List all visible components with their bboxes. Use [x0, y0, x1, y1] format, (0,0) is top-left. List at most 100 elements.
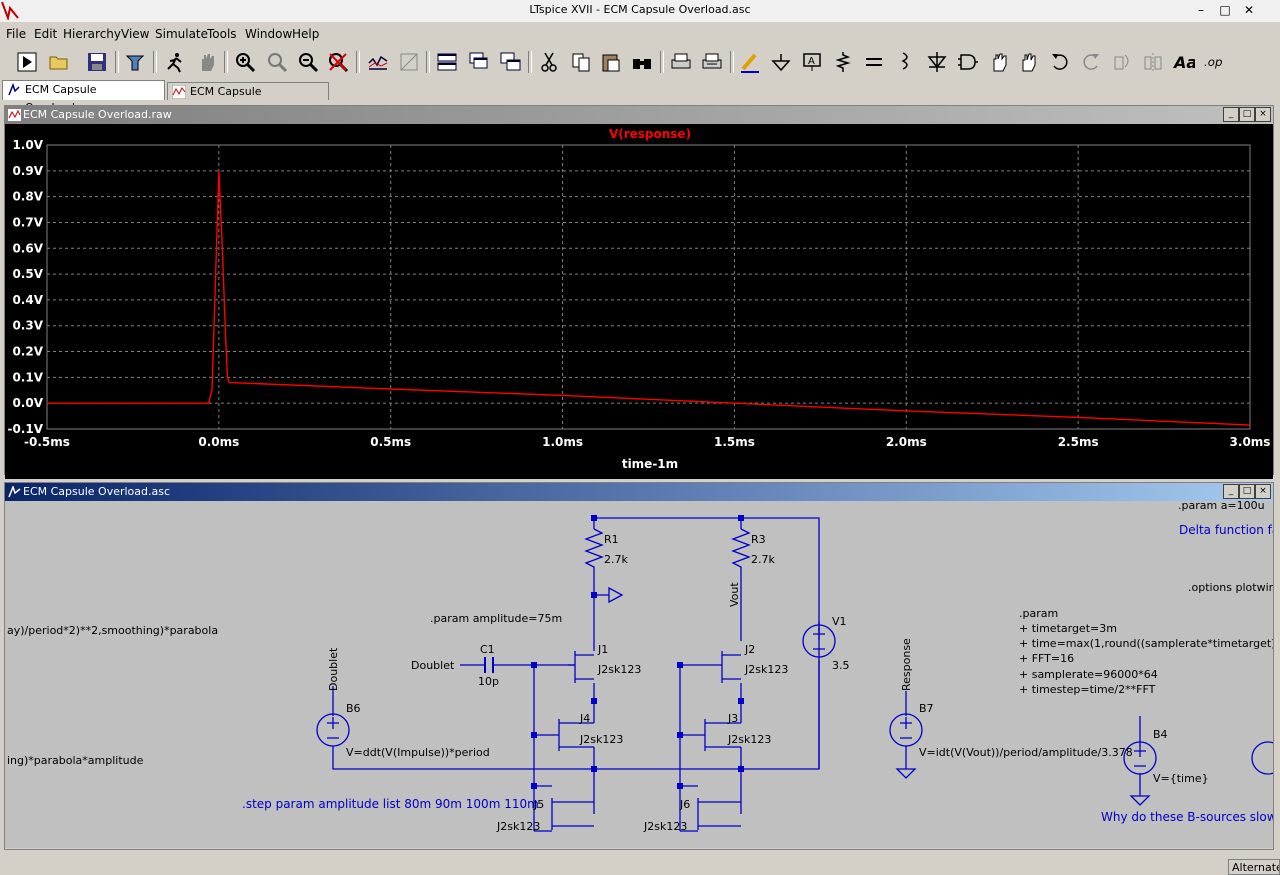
r3-name[interactable]: R3 [751, 533, 766, 546]
text-icon[interactable]: Aa [1171, 49, 1197, 75]
maximize-button[interactable]: □ [1219, 3, 1231, 17]
tile-vertical-icon[interactable] [497, 49, 523, 75]
zoom-in-icon[interactable] [232, 49, 258, 75]
menu-hierarchy[interactable]: Hierarchy [63, 27, 122, 41]
menu-window[interactable]: Window [245, 27, 293, 41]
jfet-j1[interactable] [568, 651, 594, 683]
component-icon[interactable] [955, 49, 981, 75]
doublet-net-label[interactable]: Doublet [411, 659, 455, 672]
c1-value[interactable]: 10p [478, 675, 499, 688]
menu-simulate[interactable]: Simulate [155, 27, 209, 41]
left-expression-2[interactable]: ing)*parabola*amplitude [7, 754, 144, 767]
b4-expression[interactable]: V={time} [1153, 772, 1209, 785]
left-expression-1[interactable]: ay)/period*2)**2,smoothing)*parabola [7, 624, 218, 637]
resistor-icon[interactable] [830, 49, 856, 75]
autorange-icon[interactable] [396, 49, 422, 75]
voltage-source-v1[interactable] [802, 624, 836, 658]
print-setup-icon[interactable] [668, 49, 694, 75]
param-a-directive[interactable]: .param a=100u [1178, 501, 1265, 512]
label-net-icon[interactable]: A [799, 49, 825, 75]
j3-name[interactable]: J3 [727, 712, 738, 725]
options-directive[interactable]: .options plotwin [1188, 581, 1273, 594]
jfet-j2[interactable] [721, 651, 741, 683]
plot-minimize-button[interactable]: _ [1223, 107, 1239, 122]
response-net-label[interactable]: Response [900, 638, 913, 691]
j1-name[interactable]: J1 [597, 643, 608, 656]
zoom-out-icon[interactable] [295, 49, 321, 75]
wire-gate-right[interactable] [679, 664, 722, 831]
mirror-icon[interactable] [1140, 49, 1166, 75]
j5-name[interactable]: J5 [533, 798, 544, 811]
diode-icon[interactable] [924, 49, 950, 75]
param-block-line-5[interactable]: + timestep=time/2**FFT [1019, 683, 1156, 696]
menu-tools[interactable]: Tools [207, 27, 237, 41]
b6-name[interactable]: B6 [346, 702, 361, 715]
j4-model[interactable]: J2sk123 [579, 733, 623, 746]
menu-edit[interactable]: Edit [34, 27, 58, 41]
why-b-sources-comment[interactable]: Why do these B-sources slow [1101, 810, 1273, 824]
capacitor-icon[interactable] [861, 49, 887, 75]
v1-name[interactable]: V1 [832, 615, 847, 628]
plot-close-button[interactable]: × [1255, 107, 1271, 122]
schematic-drawing[interactable]: R1 2.7k R3 2.7k Vout V1 3.5 .param ampli… [5, 501, 1273, 848]
find-icon[interactable] [629, 49, 655, 75]
param-block-title[interactable]: .param [1019, 607, 1058, 620]
plot-maximize-button[interactable]: □ [1239, 107, 1255, 122]
copy-icon[interactable] [568, 49, 594, 75]
param-block-line-2[interactable]: + time=max(1,round((samplerate*timetarge… [1019, 637, 1273, 650]
control-panel-icon[interactable] [122, 49, 148, 75]
schematic-minimize-button[interactable]: _ [1223, 484, 1239, 499]
b4-name[interactable]: B4 [1153, 728, 1168, 741]
trace-label[interactable]: V(response) [609, 127, 691, 141]
jfet-j3[interactable] [704, 701, 742, 769]
jfet-j4[interactable] [558, 701, 595, 769]
schematic-canvas[interactable]: R1 2.7k R3 2.7k Vout V1 3.5 .param ampli… [5, 501, 1273, 848]
resistor-r3[interactable] [731, 528, 751, 573]
param-block-line-3[interactable]: + FFT=16 [1019, 652, 1074, 665]
print-icon[interactable] [699, 49, 725, 75]
j4-name[interactable]: J4 [579, 712, 590, 725]
b7-name[interactable]: B7 [919, 702, 934, 715]
waveform-icon[interactable] [365, 49, 391, 75]
close-button[interactable]: ✕ [1243, 3, 1255, 17]
spice-directive-icon[interactable]: .op [1202, 49, 1228, 75]
tab-schematic[interactable]: ECM Capsule Overload.asc [2, 80, 165, 114]
jfet-j6[interactable] [680, 798, 741, 832]
c1-name[interactable]: C1 [480, 643, 495, 656]
param-amplitude-directive[interactable]: .param amplitude=75m [430, 612, 562, 625]
doublet-label[interactable]: Doublet [327, 647, 340, 691]
step-param-directive[interactable]: .step param amplitude list 80m 90m 100m … [242, 797, 539, 811]
b6-expression[interactable]: V=ddt(V(Impulse))*period [346, 746, 490, 759]
undo-icon[interactable] [1047, 49, 1073, 75]
minimize-button[interactable]: – [1198, 3, 1204, 17]
j6-name[interactable]: J6 [679, 798, 690, 811]
param-block-line-1[interactable]: + timetarget=3m [1019, 622, 1117, 635]
resistor-r1[interactable] [584, 528, 604, 573]
redo-icon[interactable] [1078, 49, 1104, 75]
v1-value[interactable]: 3.5 [832, 659, 850, 672]
jfet-j5[interactable] [534, 798, 594, 832]
rotate-icon[interactable] [1109, 49, 1135, 75]
menu-view[interactable]: View [121, 27, 150, 41]
j1-model[interactable]: J2sk123 [597, 663, 641, 676]
tile-horizontal-icon[interactable] [434, 49, 460, 75]
delta-function-comment[interactable]: Delta function fa [1179, 523, 1273, 537]
menu-help[interactable]: Help [292, 27, 320, 41]
zoom-cancel-icon[interactable] [325, 49, 351, 75]
move-icon[interactable] [986, 49, 1012, 75]
bsource-partial[interactable] [1251, 741, 1273, 775]
schematic-maximize-button[interactable]: □ [1239, 484, 1255, 499]
zoom-fit-icon[interactable] [264, 49, 290, 75]
j3-model[interactable]: J2sk123 [727, 733, 771, 746]
trace-line[interactable] [47, 170, 1251, 426]
halt-icon[interactable] [162, 49, 188, 75]
drag-icon[interactable] [1016, 49, 1042, 75]
run-icon[interactable] [14, 49, 40, 75]
capacitor-c1[interactable] [484, 657, 494, 673]
r3-value[interactable]: 2.7k [751, 553, 775, 566]
bsource-b4[interactable] [1123, 741, 1157, 775]
j6-model[interactable]: J2sk123 [643, 820, 687, 833]
b7-expression[interactable]: V=idt(V(Vout))/period/amplitude/3.378 [919, 746, 1133, 759]
menu-file[interactable]: File [6, 27, 27, 41]
